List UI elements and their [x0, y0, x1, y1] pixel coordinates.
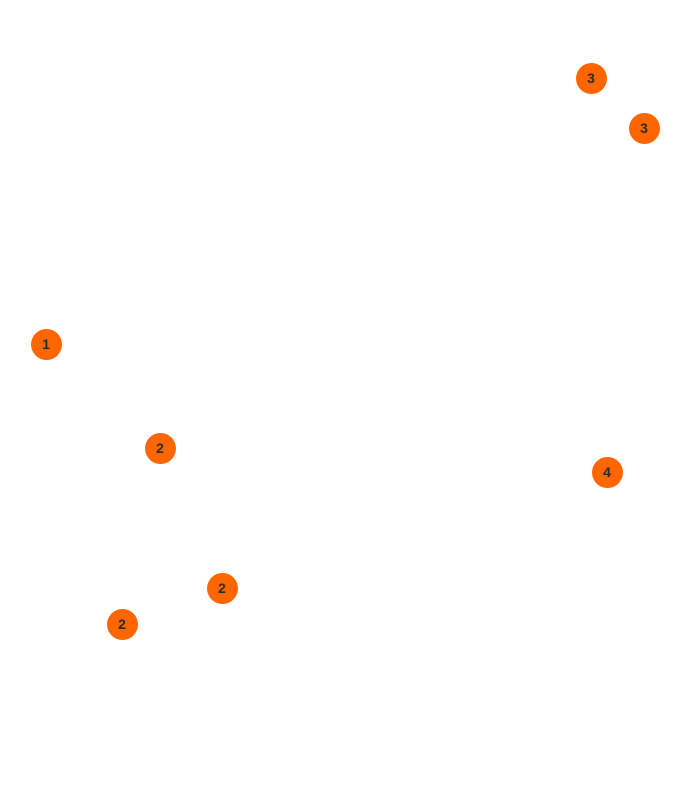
cluster-marker[interactable]: 4	[591, 456, 623, 488]
cluster-marker[interactable]: 2	[106, 608, 138, 640]
cluster-marker[interactable]: 3	[575, 62, 607, 94]
cluster-marker[interactable]: 1	[30, 328, 62, 360]
cluster-marker[interactable]: 2	[144, 432, 176, 464]
cluster-marker[interactable]: 2	[206, 572, 238, 604]
cluster-marker[interactable]: 3	[628, 112, 660, 144]
